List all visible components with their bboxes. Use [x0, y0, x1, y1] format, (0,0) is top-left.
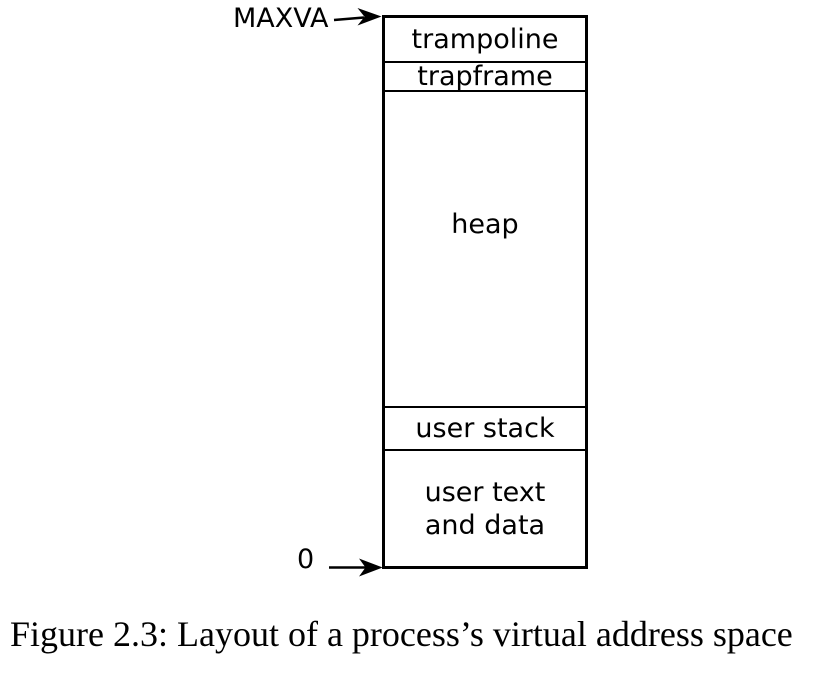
- zero-label: 0: [297, 544, 315, 575]
- figure-caption: Figure 2.3: Layout of a process’s virtua…: [10, 614, 793, 654]
- address-space-box: trampoline trapframe heap user stack use…: [382, 15, 588, 569]
- maxva-label: MAXVA: [233, 3, 329, 34]
- section-user-text-line1: user text: [424, 476, 546, 508]
- section-heap-label: heap: [451, 209, 519, 241]
- section-heap: heap: [385, 92, 585, 408]
- section-user-stack: user stack: [385, 408, 585, 451]
- section-user-text-line2: and data: [424, 509, 546, 541]
- section-user-stack-label: user stack: [415, 412, 555, 444]
- maxva-arrow: [333, 8, 382, 26]
- section-user-text-and-data: user text and data: [385, 451, 585, 566]
- section-trampoline: trampoline: [385, 18, 585, 63]
- zero-arrow: [329, 558, 383, 577]
- section-trampoline-label: trampoline: [411, 23, 559, 55]
- section-trapframe-label: trapframe: [417, 60, 553, 92]
- section-trapframe: trapframe: [385, 60, 585, 92]
